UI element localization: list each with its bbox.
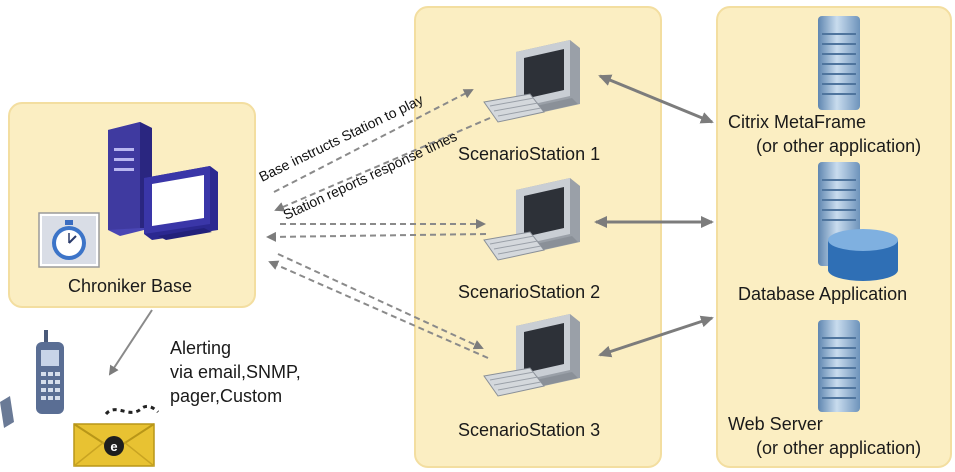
pager-icon <box>0 396 14 428</box>
station2-response-arrow <box>266 231 487 242</box>
report-label: Station reports response times <box>281 128 460 223</box>
instruct-label: Base instructs Station to play <box>256 91 425 185</box>
desktop-computer-icon <box>483 40 580 123</box>
chroniker-base-label: Chroniker Base <box>68 276 193 296</box>
web-server-label-line2: (or other application) <box>756 438 922 458</box>
citrix-label-line2: (or other application) <box>756 136 922 156</box>
station3-request-arrow <box>277 253 484 350</box>
station3-web-link <box>598 315 714 358</box>
cell-phone-icon <box>36 330 64 414</box>
alerting-line1: Alerting <box>170 338 232 358</box>
desktop-computer-icon <box>483 178 580 261</box>
svg-text:e: e <box>110 439 117 454</box>
alerting-line3: pager,Custom <box>170 386 283 406</box>
server-tower-icon <box>818 320 860 412</box>
email-envelope-icon: e <box>73 404 160 467</box>
report-arrow <box>274 117 491 212</box>
server-tower-icon <box>108 122 218 240</box>
scenario-station-3-label: ScenarioStation 3 <box>458 420 601 440</box>
scenario-station-1-label: ScenarioStation 1 <box>458 144 601 164</box>
stopwatch-icon <box>38 212 100 268</box>
alerting-arrow <box>108 309 153 376</box>
server-tower-icon <box>818 16 860 110</box>
database-cylinder-icon <box>828 229 898 281</box>
citrix-label-line1: Citrix MetaFrame <box>728 112 867 132</box>
station3-response-arrow <box>268 260 489 359</box>
desktop-computer-icon <box>483 314 580 397</box>
scenario-station-2-label: ScenarioStation 2 <box>458 282 601 302</box>
web-server-label-line1: Web Server <box>728 414 823 434</box>
instruct-arrow <box>273 89 474 193</box>
alerting-line2: via email,SNMP, <box>170 362 301 382</box>
station1-citrix-link <box>598 74 714 124</box>
database-label: Database Application <box>738 284 908 304</box>
